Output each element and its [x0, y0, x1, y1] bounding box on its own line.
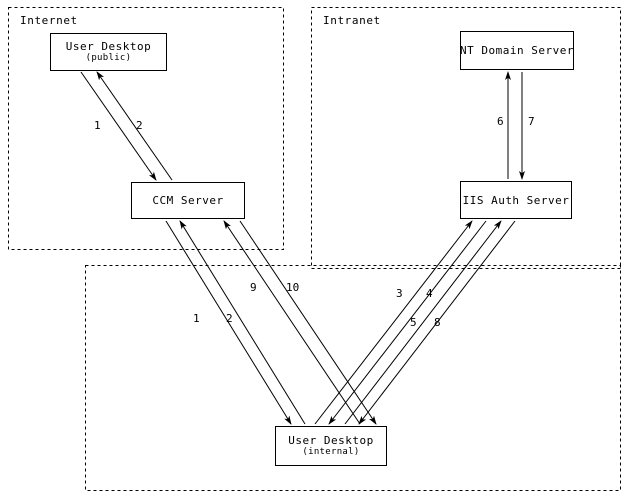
edge-step-label-5-10: 5: [410, 316, 417, 329]
edge-step-label-1-0: 1: [94, 119, 101, 132]
node-iis-auth-server[interactable]: IIS Auth Server: [460, 181, 572, 219]
node-subtitle-user-desktop-public: (public): [85, 53, 132, 63]
edge-step-label-2-7: 2: [226, 312, 233, 325]
edge-user-desktop-internal-to-iis-auth-server-step-5: [344, 220, 502, 425]
node-user-desktop-public[interactable]: User Desktop(public): [50, 33, 167, 71]
edge-user-desktop-public-to-ccm-server-step-1: [80, 71, 157, 181]
edge-step-label-6-2: 6: [497, 115, 504, 128]
edge-step-label-2-1: 2: [136, 119, 143, 132]
edge-step-label-10-5: 10: [286, 281, 300, 294]
edge-ccm-server-to-user-desktop-internal-step-1: [165, 220, 292, 425]
edge-iis-auth-server-to-user-desktop-internal-step-4: [328, 220, 487, 425]
zone-boundary-internal: [85, 265, 621, 491]
edge-user-desktop-internal-to-iis-auth-server-step-3: [314, 220, 473, 425]
node-title-nt-domain-server: NT Domain Server: [460, 44, 574, 57]
edge-step-label-4-9: 4: [426, 287, 433, 300]
edge-step-label-7-3: 7: [528, 115, 535, 128]
edge-ccm-server-to-user-desktop-public-step-2: [96, 71, 173, 181]
node-user-desktop-internal[interactable]: User Desktop(internal): [275, 426, 387, 466]
zone-boundary-internet: [8, 7, 284, 250]
node-title-ccm-server: CCM Server: [152, 194, 224, 207]
edge-step-label-3-8: 3: [396, 287, 403, 300]
node-title-user-desktop-internal: User Desktop: [288, 434, 374, 447]
node-subtitle-user-desktop-internal: (internal): [302, 447, 360, 457]
zone-label-intranet: Intranet: [323, 14, 381, 27]
node-ccm-server[interactable]: CCM Server: [131, 182, 245, 219]
zone-boundary-intranet: [311, 7, 621, 269]
node-title-iis-auth-server: IIS Auth Server: [462, 193, 570, 207]
connector-edges: [80, 71, 525, 425]
edge-step-label-1-6: 1: [193, 312, 200, 325]
zone-boundaries: [8, 7, 621, 491]
zone-label-internet: Internet: [20, 14, 78, 27]
edge-user-desktop-internal-to-ccm-server-step-2: [179, 220, 306, 425]
node-nt-domain-server[interactable]: NT Domain Server: [460, 31, 574, 70]
edge-step-label-8-11: 8: [434, 316, 441, 329]
node-title-user-desktop-public: User Desktop: [65, 40, 152, 53]
edge-iis-auth-server-to-user-desktop-internal-step-8: [358, 220, 516, 425]
edge-user-desktop-internal-to-ccm-server-step-9: [223, 220, 361, 425]
edge-ccm-server-to-user-desktop-internal-step-10: [239, 220, 377, 425]
edge-step-label-9-4: 9: [250, 281, 257, 294]
